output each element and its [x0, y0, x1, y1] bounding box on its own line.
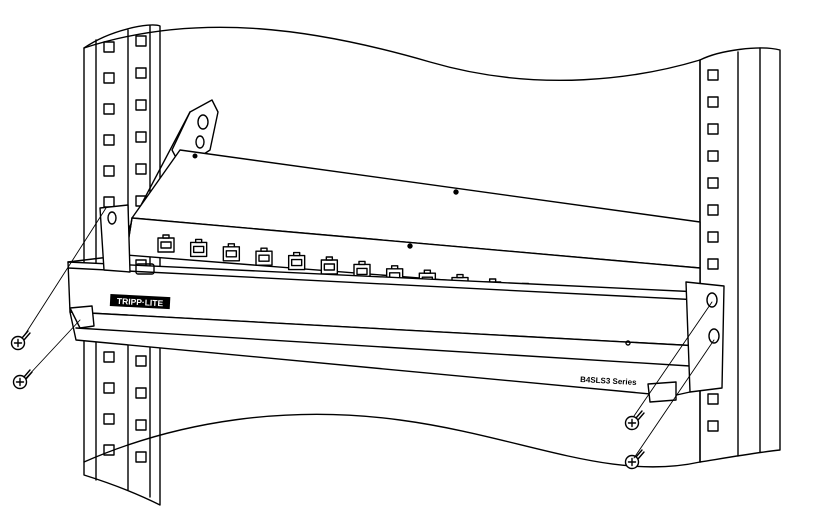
rack-hole — [707, 420, 719, 432]
sfp-port — [222, 243, 241, 262]
rack-hole — [103, 103, 115, 115]
rack-hole — [103, 41, 115, 53]
rack-hole — [103, 134, 115, 146]
chassis-body — [125, 149, 701, 301]
sfp-port — [287, 251, 306, 271]
left-mounting-ear — [69, 204, 155, 329]
rack-hole — [707, 204, 719, 216]
rack-hole — [135, 419, 147, 431]
rack-break-line-top — [83, 26, 701, 82]
right-mounting-ear — [625, 281, 725, 403]
rack-hole — [707, 231, 719, 243]
rack-hole — [135, 451, 147, 463]
screw-guide-lines — [23, 207, 715, 459]
rack-hole — [103, 165, 115, 177]
screw-group — [10, 330, 645, 470]
screw — [624, 410, 645, 431]
rack-hole — [135, 67, 147, 79]
rack-hole — [707, 150, 719, 162]
rack-hole — [103, 382, 115, 394]
rack-hole — [707, 69, 719, 81]
rack-hole — [103, 351, 115, 363]
rack-break-line-bottom — [83, 413, 701, 468]
sfp-port — [157, 234, 175, 253]
rack-hole — [707, 258, 719, 270]
rack-hole — [103, 72, 115, 84]
rack-hole — [103, 196, 115, 208]
brand-logo: TRIPP·LITE — [109, 294, 171, 310]
rack-hole — [135, 131, 147, 143]
screw — [10, 330, 31, 351]
rack-hole — [135, 163, 147, 175]
rack-hole — [707, 96, 719, 108]
sfp-port — [255, 247, 273, 266]
sfp-port — [189, 238, 208, 258]
screw — [12, 369, 33, 390]
screw — [624, 449, 645, 470]
rack-hole — [135, 355, 147, 367]
rack-hole — [707, 177, 719, 189]
rack-hole — [135, 99, 147, 111]
rack-hole — [135, 387, 147, 399]
rack-hole — [707, 123, 719, 135]
brand-logo-text: TRIPP·LITE — [117, 296, 164, 308]
model-label: B4SLS3 Series — [580, 375, 637, 387]
rack-hole — [103, 413, 115, 425]
rack-hole — [707, 393, 719, 405]
rack-hole — [135, 35, 147, 47]
sfp-port — [320, 256, 339, 275]
right-rack-post — [699, 47, 781, 463]
